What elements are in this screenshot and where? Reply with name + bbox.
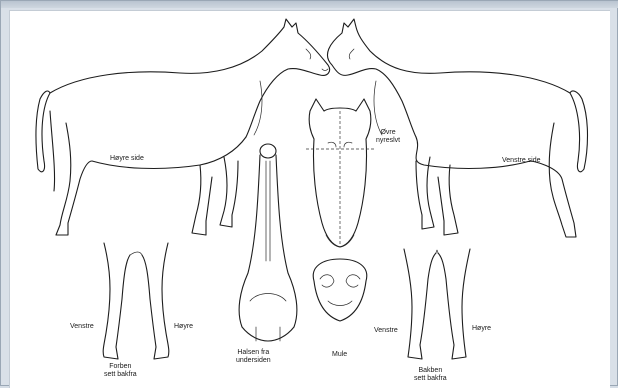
label-hind-right: Høyre <box>472 325 491 333</box>
label-right-side: Høyre side <box>110 155 144 163</box>
label-left-side: Venstre side <box>502 157 541 165</box>
label-hind-legs: Bakben sett bakfra <box>414 367 447 383</box>
label-front-right: Høyre <box>174 323 193 331</box>
horse-marking-diagram <box>10 11 610 388</box>
label-front-left: Venstre <box>70 323 94 331</box>
label-neck-underside: Halsen fra undersiden <box>236 349 271 365</box>
label-upper-eyelid: Øvre nyreslvt <box>376 129 400 145</box>
hind-legs-view <box>404 249 470 359</box>
right-horse-figure <box>327 19 587 237</box>
label-muzzle: Mule <box>332 351 347 359</box>
diagram-canvas: Høyre side Venstre side Øvre nyreslvt Ve… <box>9 10 610 388</box>
label-hind-left: Venstre <box>374 327 398 335</box>
muzzle-view <box>313 259 367 321</box>
neck-underside-view <box>239 144 297 341</box>
label-front-legs: Forben sett bakfra <box>104 363 137 379</box>
left-horse-figure <box>36 19 330 235</box>
head-front-view <box>306 99 376 247</box>
window-top-bar <box>1 1 618 8</box>
front-legs-view <box>103 243 169 359</box>
